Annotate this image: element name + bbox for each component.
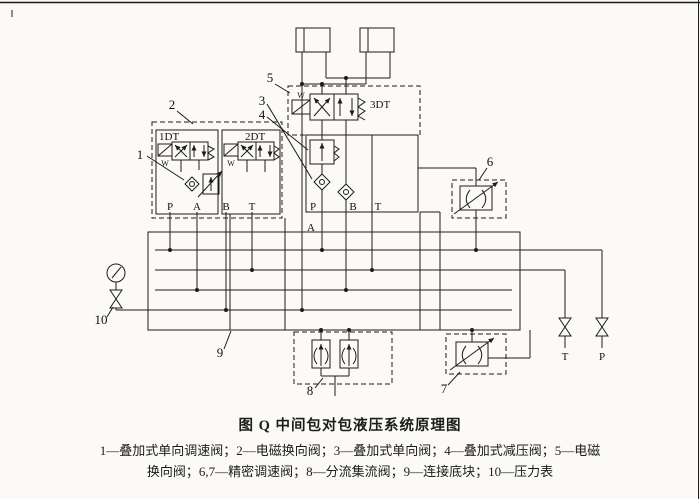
mid-port-t: T	[375, 201, 382, 213]
mid-port-a: A	[307, 222, 315, 234]
left-port-p: P	[167, 201, 173, 213]
caption-line-2: 换向阀；6,7—精密调速阀；8—分流集流阀；9—连接底块；10—压力表	[146, 464, 554, 479]
callout-6: 6	[487, 154, 494, 169]
flow-divider-valve	[293, 330, 393, 396]
callout-10: 10	[95, 312, 108, 327]
left-port-b: B	[222, 201, 229, 213]
callout-5: 5	[267, 70, 274, 85]
tank-pressure-connections: T P	[558, 250, 609, 363]
valve-label-3dt: 3DT	[370, 99, 390, 111]
precision-speed-valve-upper	[418, 167, 507, 232]
stacked-valve-assembly: P B T A	[305, 134, 419, 234]
mid-port-b: B	[349, 201, 356, 213]
figure-title: 图 Q 中间包对包液压系统原理图	[238, 418, 462, 434]
callout-1: 1	[137, 147, 144, 162]
mid-port-p: P	[310, 201, 316, 213]
figure-caption: 1—叠加式单向调速阀；2—电磁换向阀；3—叠加式单向阀；4—叠加式减压阀；5—电…	[40, 440, 660, 482]
bottom-port-p: P	[599, 351, 605, 363]
bottom-port-t: T	[562, 351, 569, 363]
callout-numbers: 1 2 3 4 5 6 7 8 9 10	[95, 70, 494, 398]
callout-9: 9	[217, 345, 224, 360]
callout-2: 2	[169, 97, 176, 112]
connecting-base-block	[147, 211, 602, 332]
valve-label-1dt: 1DT	[159, 131, 179, 143]
solenoid-valve-group-left: 1DT 2DT W W	[151, 121, 283, 232]
precision-speed-valve-lower	[445, 330, 531, 375]
cylinder-left	[295, 27, 331, 53]
callout-8: 8	[307, 383, 314, 398]
solenoid-w-label-1dt: W	[161, 159, 169, 168]
pressure-gauge	[106, 263, 155, 311]
solenoid-w-label-2dt: W	[227, 159, 235, 168]
valve-label-2dt: 2DT	[245, 131, 265, 143]
solenoid-w-label-3dt: W	[297, 91, 305, 100]
left-port-t: T	[249, 201, 256, 213]
left-port-a: A	[193, 201, 201, 213]
one-way-speed-valve	[184, 170, 223, 198]
solenoid-valve-3dt: W 3DT	[287, 85, 421, 184]
callout-7: 7	[441, 381, 448, 396]
caption-line-1: 1—叠加式单向调速阀；2—电磁换向阀；3—叠加式单向阀；4—叠加式减压阀；5—电…	[99, 443, 601, 458]
callout-3: 3	[259, 93, 266, 108]
callout-4: 4	[259, 107, 266, 122]
callout-leaders	[106, 83, 488, 389]
cylinder-right	[359, 27, 395, 53]
